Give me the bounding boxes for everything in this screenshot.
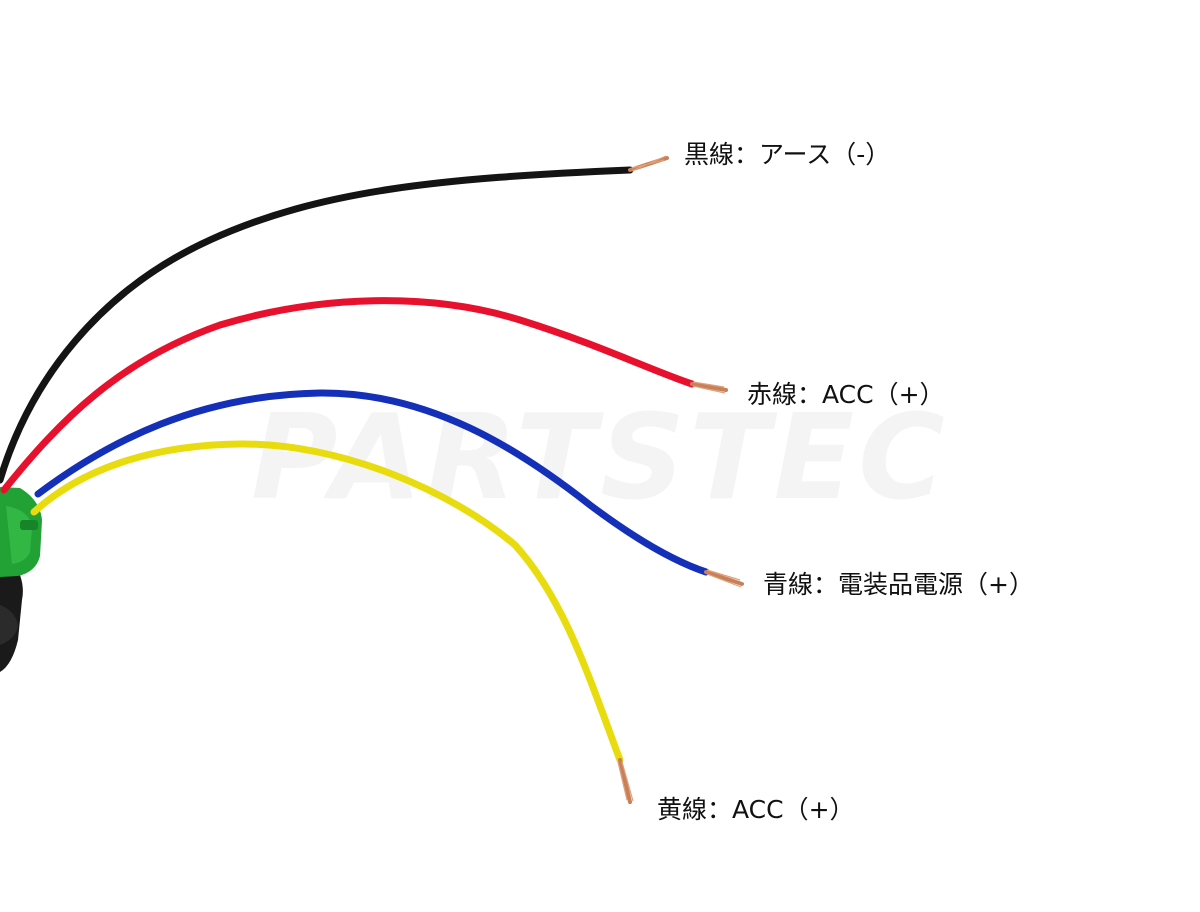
red-wire-strands — [692, 381, 726, 394]
red-wire-label: 赤線：ACC（+） — [747, 380, 945, 409]
partstec-watermark: PARTSTEC — [251, 388, 949, 526]
red-wire-body — [0, 297, 696, 494]
yellow-wire-body — [30, 440, 624, 764]
connector — [0, 487, 42, 672]
yellow-wire — [30, 440, 634, 804]
black-wire — [0, 155, 669, 484]
red-wire — [0, 297, 728, 494]
connector-dark-cap — [0, 604, 18, 645]
yellow-wire-strip — [618, 758, 632, 804]
black-wire-strands — [631, 155, 667, 172]
red-wire-strip — [690, 382, 728, 392]
blue-wire — [34, 389, 744, 588]
blue-wire-body — [34, 389, 710, 576]
yellow-wire-label: 黄線：ACC（+） — [657, 795, 855, 824]
black-wire-label: 黒線：アース（-） — [684, 140, 891, 169]
connector-green-ridge — [20, 520, 38, 530]
yellow-wire-strands — [617, 761, 634, 802]
black-wire-body — [0, 166, 634, 484]
blue-wire-strands — [706, 569, 742, 588]
blue-wire-strip — [704, 570, 744, 586]
blue-wire-label: 青線：電装品電源（+） — [763, 570, 1034, 599]
